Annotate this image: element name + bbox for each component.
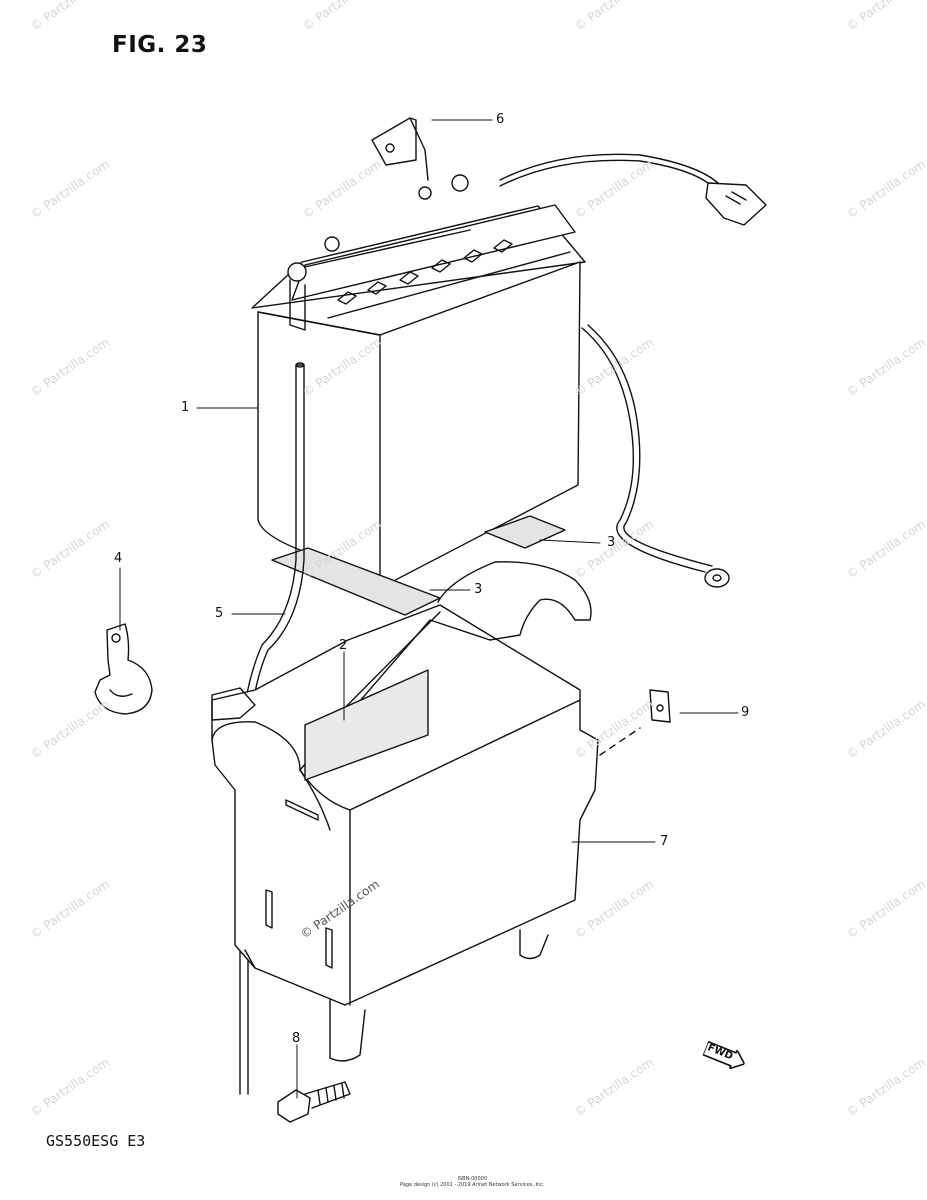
- callout-4: 4: [114, 551, 123, 566]
- hose-clamp: [94, 623, 153, 715]
- callout-6: 6: [496, 112, 505, 127]
- model-code: GS550ESG E3: [46, 1132, 146, 1150]
- terminal-bracket: [371, 117, 429, 181]
- footer-line-2: Page design (c) 2001 - 2019 Arinet Netwo…: [400, 1182, 545, 1188]
- callout-5: 5: [215, 606, 224, 621]
- case-pad: [304, 669, 429, 781]
- footer-line-1: ISBN-00000: [457, 1176, 488, 1182]
- page-footer: ISBN-00000 Page design (c) 2001 - 2019 A…: [400, 1176, 545, 1188]
- figure-title: FIG. 23: [112, 32, 208, 58]
- callout-3a: 3: [607, 535, 616, 550]
- callout-7: 7: [660, 834, 669, 849]
- leader-lines: [119, 119, 739, 1099]
- clip-nut: [599, 689, 671, 756]
- battery: [251, 174, 586, 589]
- callout-2: 2: [339, 638, 348, 653]
- battery-lead-wire: [499, 153, 767, 226]
- ground-cable: [581, 324, 730, 588]
- forward-arrow-icon: FWD: [701, 1039, 748, 1073]
- callout-9: 9: [741, 705, 750, 720]
- callout-8: 8: [292, 1031, 301, 1046]
- callout-1: 1: [181, 400, 190, 415]
- bolt: [277, 1081, 351, 1123]
- callout-3b: 3: [474, 582, 483, 597]
